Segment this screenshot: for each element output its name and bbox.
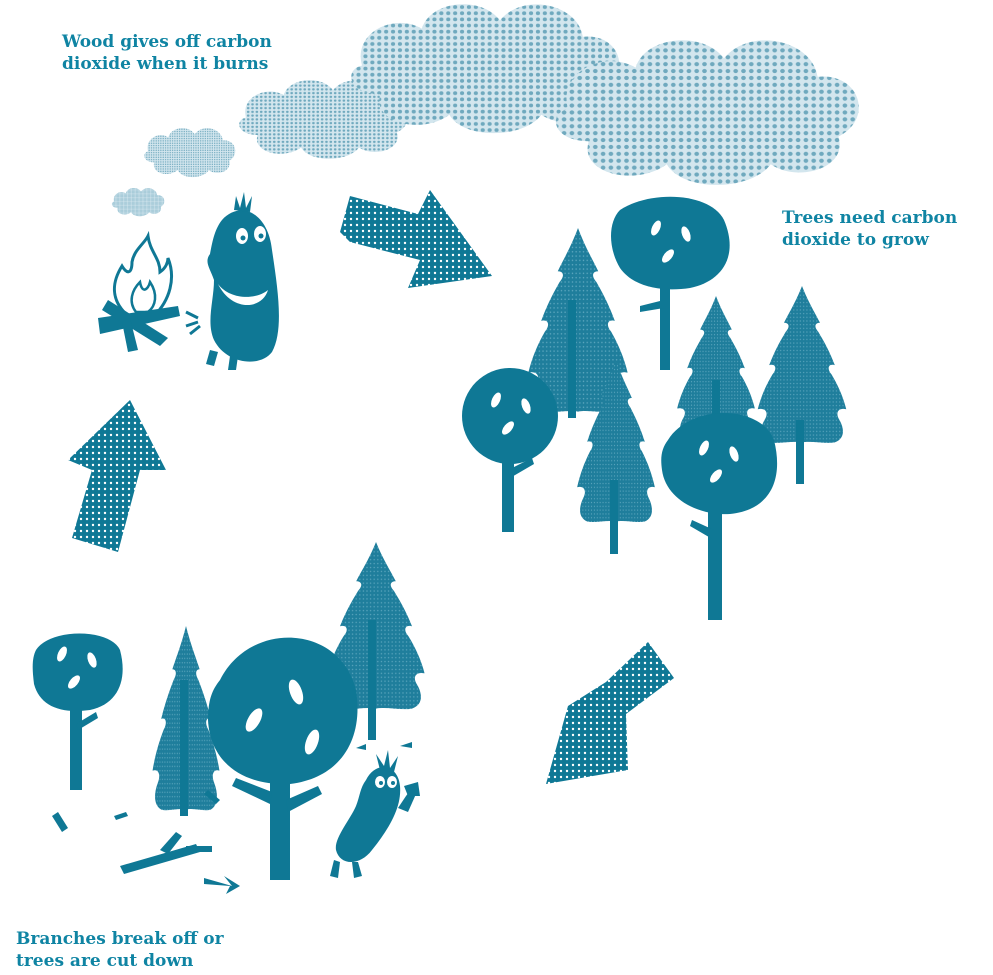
pine-tree-icon bbox=[758, 286, 847, 443]
cloud-icon bbox=[144, 128, 235, 177]
campfire-icon bbox=[98, 236, 180, 352]
creature-icon bbox=[186, 192, 279, 370]
arrow-icon bbox=[340, 190, 492, 288]
forest-right bbox=[462, 197, 846, 620]
round-tree-icon bbox=[661, 413, 777, 620]
round-tree-icon bbox=[208, 638, 358, 880]
round-tree-icon bbox=[33, 634, 123, 791]
lumberjack-creature-icon bbox=[330, 750, 420, 878]
cloud-icon bbox=[112, 188, 164, 216]
arrow-icon bbox=[546, 642, 674, 784]
clouds bbox=[112, 4, 859, 216]
arrow-icon bbox=[68, 400, 166, 552]
round-tree-icon bbox=[462, 368, 558, 532]
